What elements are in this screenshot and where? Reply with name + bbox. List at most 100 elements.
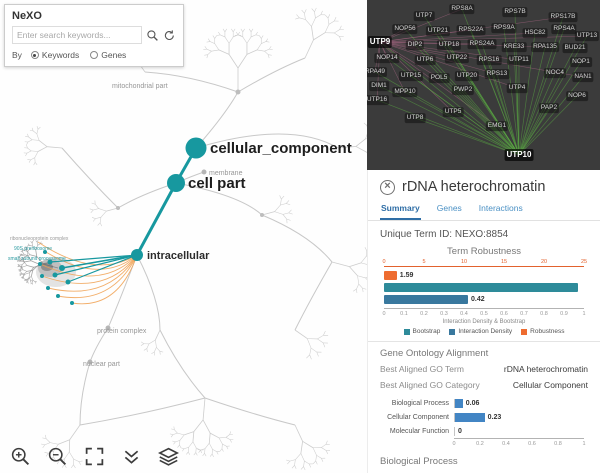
network-node[interactable]: PWP2 — [451, 85, 475, 95]
bar-bootstrap — [384, 283, 584, 292]
network-node[interactable]: UTP6 — [414, 55, 436, 65]
app-title: NeXO — [12, 10, 42, 22]
term-title: rDNA heterochromatin — [402, 179, 546, 195]
network-node[interactable]: RPS9A — [491, 23, 517, 33]
go-category-value: Cellular Component — [512, 380, 588, 390]
search-panel: NeXO By Keywords Genes — [4, 4, 184, 67]
network-node[interactable]: UTP22 — [444, 53, 470, 63]
robustness-bars: 1.59 0.42 — [384, 267, 584, 308]
network-node[interactable]: RPA135 — [531, 42, 559, 52]
network-node[interactable]: NOC4 — [543, 68, 567, 78]
network-node[interactable]: RPS24A — [467, 39, 497, 49]
network-node[interactable]: RPS7B — [502, 7, 528, 17]
network-node[interactable]: NAN1 — [572, 72, 594, 82]
network-node[interactable]: UTP21 — [425, 26, 451, 36]
go-term-row: Best Aligned GO Term rDNA heterochromati… — [368, 361, 600, 377]
fit-to-screen-button[interactable] — [82, 444, 106, 468]
network-node[interactable]: BUD21 — [562, 43, 588, 53]
radio-genes[interactable]: Genes — [90, 50, 126, 60]
svg-text:membrane: membrane — [209, 170, 243, 177]
svg-text:intracellular: intracellular — [147, 250, 210, 262]
network-node[interactable]: UTP20 — [454, 71, 480, 81]
network-node[interactable]: RPS4A — [551, 24, 577, 34]
collapse-button[interactable] — [119, 444, 143, 468]
layers-button[interactable] — [156, 444, 180, 468]
network-node[interactable]: NOP1 — [570, 57, 592, 67]
unique-term-id: Unique Term ID: NEXO:8854 — [380, 229, 509, 240]
zoom-out-button[interactable] — [45, 444, 69, 468]
by-label: By — [12, 50, 22, 60]
bar-interaction-density: 0.42 — [384, 295, 584, 304]
divider — [368, 341, 600, 342]
radio-keywords[interactable]: Keywords — [30, 50, 79, 60]
svg-text:cell part: cell part — [188, 175, 246, 192]
svg-text:protein complex: protein complex — [97, 328, 147, 335]
network-node[interactable]: UTP10 — [504, 149, 534, 161]
detail-tabs: Summary Genes Interactions — [368, 199, 600, 221]
go-term-value: rDNA heterochromatin — [503, 364, 588, 374]
bar-robustness: 1.59 — [384, 271, 584, 280]
network-node[interactable]: UTP4 — [506, 83, 528, 93]
network-node[interactable]: DIM1 — [369, 81, 389, 91]
network-node[interactable]: NOP14 — [374, 53, 400, 63]
network-node[interactable]: POL5 — [428, 73, 450, 83]
network-node[interactable]: RPS13 — [484, 69, 510, 79]
svg-text:cellular_component: cellular_component — [210, 140, 352, 157]
network-node[interactable]: RPS17B — [548, 12, 578, 22]
svg-text:90S preribosome: 90S preribosome — [14, 246, 52, 252]
network-node[interactable]: EMG1 — [485, 121, 509, 131]
network-node[interactable]: UTP13 — [574, 31, 600, 41]
svg-text:small subunit processome: small subunit processome — [8, 256, 66, 262]
tree-toolbar — [8, 444, 180, 468]
network-node[interactable]: RPS22A — [456, 25, 486, 35]
network-node[interactable]: UTP7 — [413, 11, 435, 21]
network-node[interactable]: KRE33 — [501, 42, 527, 52]
search-input[interactable] — [12, 26, 142, 44]
network-node[interactable]: UTP8 — [404, 113, 426, 123]
close-icon[interactable]: × — [380, 179, 395, 195]
refresh-icon[interactable] — [163, 29, 176, 42]
network-node[interactable]: NOP6 — [566, 91, 588, 101]
network-node[interactable]: PAP2 — [538, 103, 560, 113]
network-node[interactable]: RPA49 — [367, 67, 388, 77]
tab-genes[interactable]: Genes — [436, 203, 462, 213]
term-detail-panel: × rDNA heterochromatin Summary Genes Inter… — [367, 170, 600, 473]
zoom-in-button[interactable] — [8, 444, 32, 468]
network-node[interactable]: UTP16 — [367, 95, 390, 105]
network-node[interactable]: MPP10 — [392, 87, 418, 97]
network-node[interactable]: RPS16 — [476, 55, 502, 65]
network-node[interactable]: RPS8A — [449, 4, 475, 14]
search-icon[interactable] — [146, 29, 159, 42]
go-alignment-heading: Gene Ontology Alignment — [380, 348, 489, 359]
network-node[interactable]: UTP5 — [442, 107, 464, 117]
tab-interactions[interactable]: Interactions — [478, 203, 523, 213]
go-category-label: Best Aligned GO Category — [380, 380, 480, 390]
network-node[interactable]: HSC82 — [522, 28, 548, 38]
network-node[interactable]: UTP18 — [436, 40, 462, 50]
svg-text:nuclear part: nuclear part — [83, 361, 120, 368]
tab-summary[interactable]: Summary — [380, 201, 421, 220]
go-term-label: Best Aligned GO Term — [380, 364, 464, 374]
network-node[interactable]: UTP9 — [367, 36, 393, 48]
svg-text:ribonucleoprotein complex: ribonucleoprotein complex — [10, 236, 69, 242]
network-node[interactable]: DIP2 — [405, 40, 425, 50]
network-node[interactable]: UTP11 — [507, 55, 531, 65]
network-node[interactable]: UTP15 — [398, 71, 424, 81]
svg-text:mitochondrial part: mitochondrial part — [112, 83, 168, 90]
network-node[interactable]: NOP56 — [392, 24, 418, 34]
robustness-heading: Term Robustness — [447, 246, 521, 257]
biological-process-heading: Biological Process — [380, 456, 458, 467]
